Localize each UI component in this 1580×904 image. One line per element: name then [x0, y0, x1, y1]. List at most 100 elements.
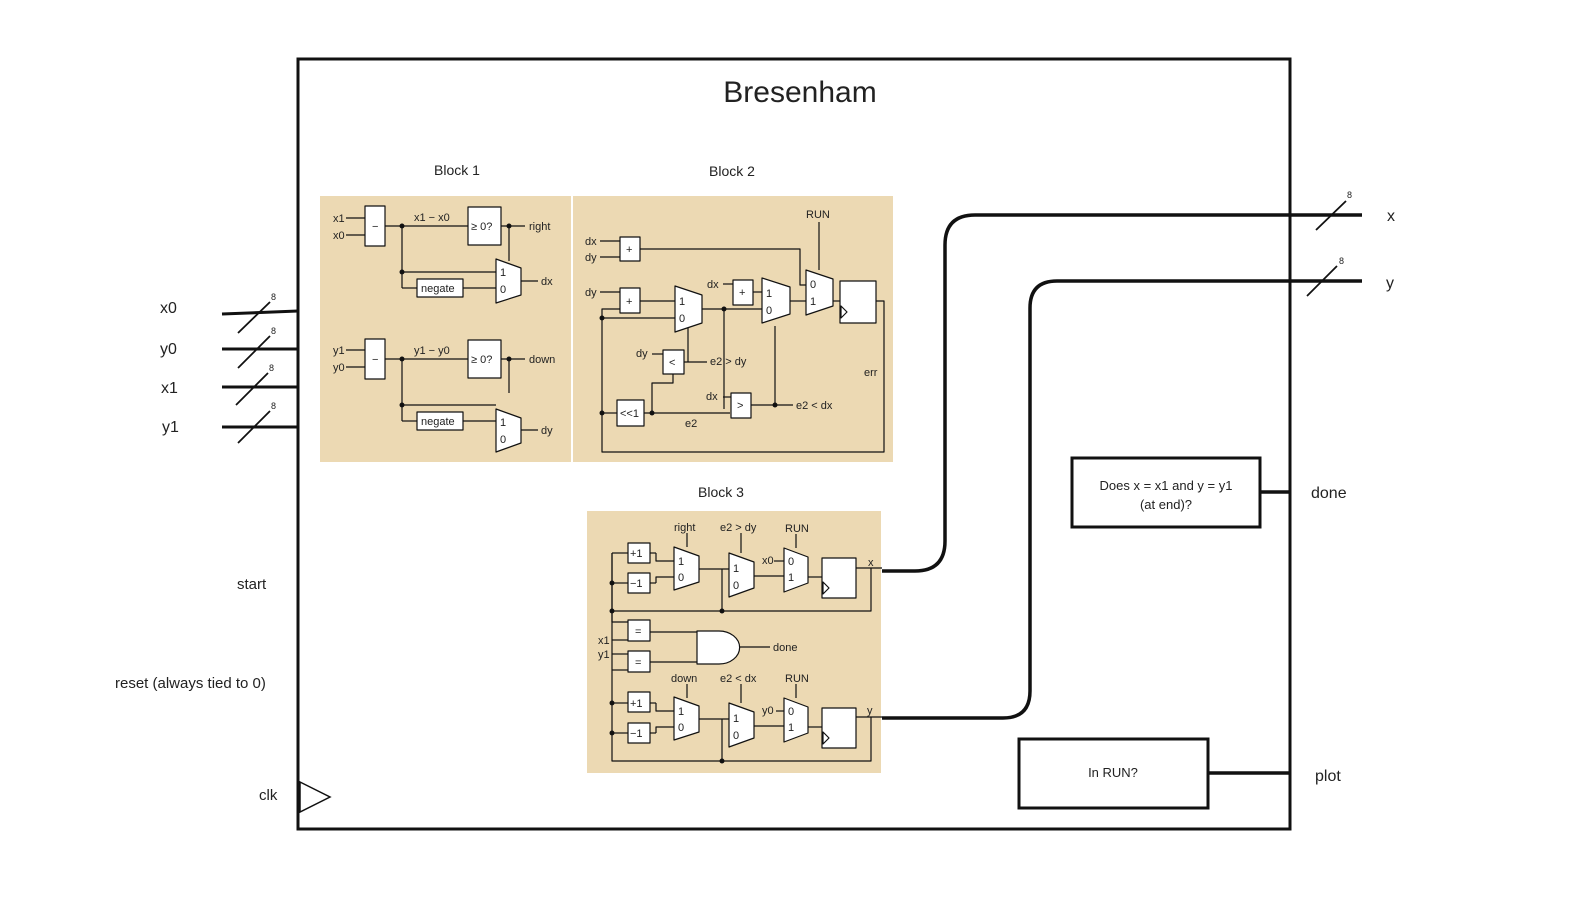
done-check-line2: (at end)?	[1140, 497, 1192, 512]
input-y0-label: y0	[160, 341, 177, 358]
b1-sub1: −	[372, 221, 378, 233]
bus-width-x-out: 8	[1347, 190, 1352, 200]
b1-dy: dy	[541, 425, 553, 437]
b2-err: err	[864, 367, 878, 379]
b1-x1: x1	[333, 213, 345, 225]
b3-muxf-one: 1	[788, 722, 794, 734]
input-x1-label: x1	[161, 380, 178, 397]
b3-muxd-zero: 0	[678, 722, 684, 734]
input-start-label: start	[237, 576, 267, 593]
b1-mux2-one: 1	[500, 417, 506, 429]
b2-plus2: +	[626, 296, 632, 308]
run-check-label: In RUN?	[1088, 765, 1138, 780]
b3-run-y: RUN	[785, 673, 809, 685]
b3-muxd-one: 1	[678, 706, 684, 718]
b3-dec-y: −1	[630, 728, 643, 740]
done-check-line1: Does x = x1 and y = y1	[1100, 478, 1233, 493]
bus-width-y1: 8	[271, 401, 276, 411]
b1-mux1-zero: 0	[500, 284, 506, 296]
bus-slashes-in	[235, 301, 271, 444]
b2-lt: <	[669, 357, 675, 369]
bus-width-x1: 8	[269, 363, 274, 373]
block1-title: Block 1	[434, 162, 480, 178]
input-ports	[221, 309, 299, 429]
block3: right e2 > dy RUN +1 −1 1 0 1 0 x0 0 1 x…	[587, 511, 882, 773]
b2-dx-in2: dx	[707, 279, 719, 291]
input-reset-label: reset (always tied to 0)	[115, 675, 266, 692]
block2: dx dy + dy + 1 0 dx + 1 0 RUN 0 1 err dy…	[573, 196, 893, 462]
b2-shift: <<1	[620, 408, 639, 420]
b3-e2-gt-dy: e2 > dy	[720, 522, 757, 534]
input-y1-label: y1	[162, 419, 179, 436]
b2-dx-cmp: dx	[706, 391, 718, 403]
b3-muxb-one: 1	[733, 563, 739, 575]
b3-inc-x: +1	[630, 548, 643, 560]
done-check-box: Does x = x1 and y = y1 (at end)?	[1070, 456, 1262, 529]
clock-triangle-icon	[299, 780, 332, 814]
b1-negate1: negate	[421, 283, 455, 295]
b2-dy-in2: dy	[585, 287, 597, 299]
b3-muxe-one: 1	[733, 713, 739, 725]
b2-plus1: +	[626, 244, 632, 256]
b2-dy-cmp: dy	[636, 348, 648, 360]
b3-x-out: x	[868, 557, 874, 569]
b3-muxa-one: 1	[678, 556, 684, 568]
output-wires	[882, 213, 1362, 775]
b3-dec-x: −1	[630, 578, 643, 590]
b2-e2-gt-dy: e2 > dy	[710, 356, 747, 368]
b2-mux3-zero: 0	[810, 279, 816, 291]
output-y-label: y	[1386, 275, 1394, 292]
b1-x0: x0	[333, 230, 345, 242]
b2-plus3: +	[739, 287, 745, 299]
block2-title: Block 2	[709, 163, 755, 179]
bus-width-y0: 8	[271, 326, 276, 336]
b3-muxc-zero: 0	[788, 556, 794, 568]
b3-muxa-zero: 0	[678, 572, 684, 584]
b3-x0: x0	[762, 555, 774, 567]
b3-muxb-zero: 0	[733, 580, 739, 592]
b3-y1: y1	[598, 649, 610, 661]
b1-sub2: −	[372, 354, 378, 366]
b2-dx-in: dx	[585, 236, 597, 248]
b1-diff-x: x1 − x0	[414, 212, 450, 224]
block1: x1 x0 − x1 − x0 ≥ 0? right negate 1 0 dx…	[320, 196, 571, 462]
b2-gt: >	[737, 400, 743, 412]
b2-mux1-one: 1	[679, 296, 685, 308]
b3-x1: x1	[598, 635, 610, 647]
b3-done: done	[773, 642, 797, 654]
b3-inc-y: +1	[630, 698, 643, 710]
bus-width-x0: 8	[271, 292, 276, 302]
module-title: Bresenham	[723, 76, 876, 109]
input-clk-label: clk	[259, 787, 278, 804]
b3-down: down	[671, 673, 697, 685]
b3-eq2: =	[635, 657, 641, 669]
b3-muxe-zero: 0	[733, 730, 739, 742]
run-check-box: In RUN?	[1017, 737, 1210, 810]
b3-right: right	[674, 522, 695, 534]
module-frame	[296, 57, 1292, 831]
b2-mux3-one: 1	[810, 296, 816, 308]
bus-width-y-out: 8	[1339, 256, 1344, 266]
b2-dy-in: dy	[585, 252, 597, 264]
b1-diff-y: y1 − y0	[414, 345, 450, 357]
b2-mux2-one: 1	[766, 288, 772, 300]
block3-title: Block 3	[698, 484, 744, 500]
b1-down: down	[529, 354, 555, 366]
b1-mux2-zero: 0	[500, 434, 506, 446]
b1-y1: y1	[333, 345, 345, 357]
b3-e2-lt-dx: e2 < dx	[720, 673, 757, 685]
b2-e2: e2	[685, 418, 697, 430]
b3-muxc-one: 1	[788, 572, 794, 584]
b1-right: right	[529, 221, 550, 233]
output-x-label: x	[1387, 208, 1395, 225]
b2-run: RUN	[806, 209, 830, 221]
b1-mux1-one: 1	[500, 267, 506, 279]
b1-negate2: negate	[421, 416, 455, 428]
bus-slashes-out	[1306, 200, 1347, 297]
b3-run-x: RUN	[785, 523, 809, 535]
b2-mux1-zero: 0	[679, 313, 685, 325]
b1-cmp1: ≥ 0?	[471, 221, 492, 233]
b1-dx: dx	[541, 276, 553, 288]
output-done-label: done	[1311, 485, 1347, 502]
